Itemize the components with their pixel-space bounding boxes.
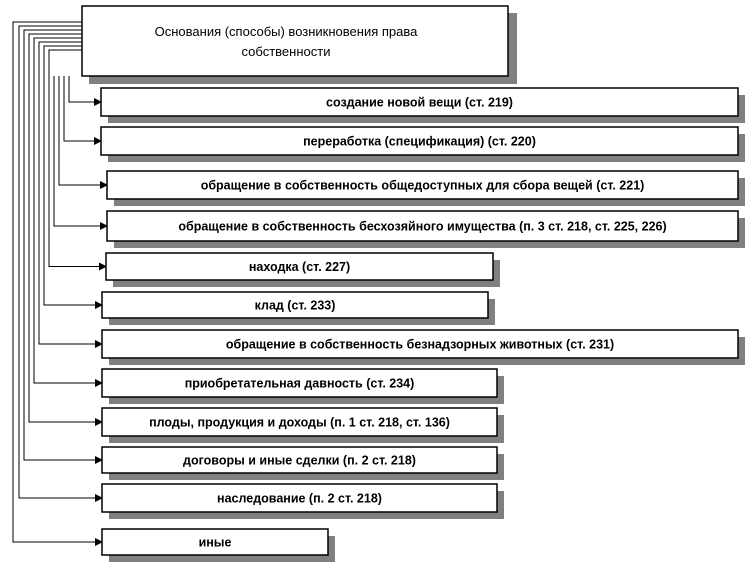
root-title-line-2: собственности <box>242 44 331 59</box>
connector-11 <box>18 25 103 502</box>
item-label: клад (ст. 233) <box>255 299 336 313</box>
item-box <box>101 291 489 319</box>
item-node-2: переработка (спецификация) (ст. 220) <box>100 126 745 162</box>
item-box <box>101 368 498 398</box>
item-node-9: плоды, продукция и доходы (п. 1 ст. 218,… <box>101 407 504 443</box>
item-label: приобретательная давность (ст. 234) <box>185 377 415 391</box>
connector-2 <box>63 76 102 145</box>
connector-3 <box>58 76 108 189</box>
connector-9 <box>28 33 103 426</box>
item-list: создание новой вещи (ст. 219) переработка… <box>100 87 745 562</box>
item-node-1: создание новой вещи (ст. 219) <box>100 87 745 123</box>
connector-8 <box>33 37 103 387</box>
item-box <box>101 446 498 474</box>
item-label: договоры и иные сделки (п. 2 ст. 218) <box>183 454 416 468</box>
root-title-line-1: Основания (способы) возникновения права <box>155 24 418 39</box>
item-label: обращение в собственность общедоступных … <box>201 179 645 193</box>
item-label: обращение в собственность безнадзорных ж… <box>226 338 614 352</box>
item-box <box>100 87 739 117</box>
item-node-6: клад (ст. 233) <box>101 291 495 325</box>
item-box <box>106 210 739 242</box>
item-label: переработка (спецификация) (ст. 220) <box>303 135 536 149</box>
item-box <box>101 407 498 437</box>
item-node-3: обращение в собственность общедоступных … <box>106 170 745 206</box>
item-node-8: приобретательная давность (ст. 234) <box>101 368 504 404</box>
connector-4 <box>53 76 108 230</box>
connector-12 <box>12 21 103 546</box>
item-label: обращение в собственность бесхозяйного и… <box>178 220 666 234</box>
item-node-12: иные <box>101 528 335 562</box>
item-label: наследование (п. 2 ст. 218) <box>217 492 382 506</box>
item-node-7: обращение в собственность безнадзорных ж… <box>101 329 745 365</box>
item-label: плоды, продукция и доходы (п. 1 ст. 218,… <box>149 416 450 430</box>
connector-6 <box>43 45 103 309</box>
root-node: Основания (способы) возникновения права … <box>81 5 517 84</box>
connector-10 <box>23 29 103 464</box>
connector-7 <box>38 41 103 348</box>
connector-5 <box>48 49 107 271</box>
item-box <box>101 528 329 556</box>
item-box <box>100 126 739 156</box>
item-node-10: договоры и иные сделки (п. 2 ст. 218) <box>101 446 504 480</box>
connector-1 <box>68 76 102 106</box>
item-label: иные <box>199 536 232 550</box>
item-box <box>106 170 739 200</box>
item-node-5: находка (ст. 227) <box>105 252 500 287</box>
item-node-4: обращение в собственность бесхозяйного и… <box>106 210 745 248</box>
item-box <box>101 483 498 513</box>
item-box <box>101 329 739 359</box>
item-box <box>105 252 494 281</box>
connector-lines <box>12 21 108 546</box>
item-label: создание новой вещи (ст. 219) <box>326 96 513 110</box>
root-box <box>81 5 509 77</box>
item-node-11: наследование (п. 2 ст. 218) <box>101 483 504 519</box>
item-label: находка (ст. 227) <box>249 260 350 274</box>
